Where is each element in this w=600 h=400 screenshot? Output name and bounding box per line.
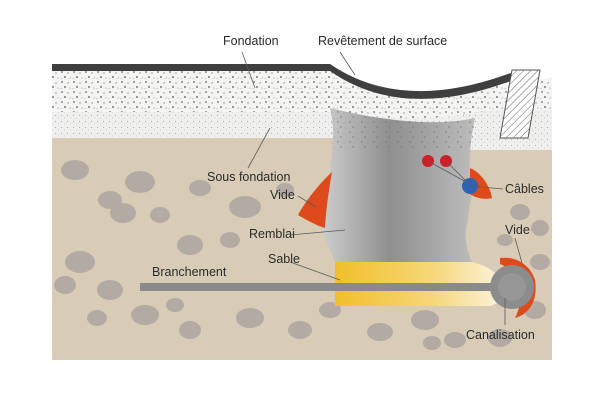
label-remblai: Remblai [249, 227, 295, 241]
label-vide-left: Vide [270, 188, 295, 202]
leader-lines [241, 51, 523, 325]
label-fondation: Fondation [223, 34, 279, 48]
label-vide-right: Vide [505, 223, 530, 237]
label-cables: Câbles [505, 182, 544, 196]
label-branchement: Branchement [152, 265, 227, 279]
void-left [298, 172, 332, 228]
label-revetement: Revêtement de surface [318, 34, 447, 48]
surface-coating [52, 64, 514, 99]
curb-stone [499, 69, 541, 139]
label-sous-fondation: Sous fondation [207, 170, 290, 184]
label-sable: Sable [268, 252, 300, 266]
service-connection-pipe [140, 283, 515, 291]
label-canalisation: Canalisation [466, 328, 535, 342]
soil-stones [54, 160, 550, 350]
